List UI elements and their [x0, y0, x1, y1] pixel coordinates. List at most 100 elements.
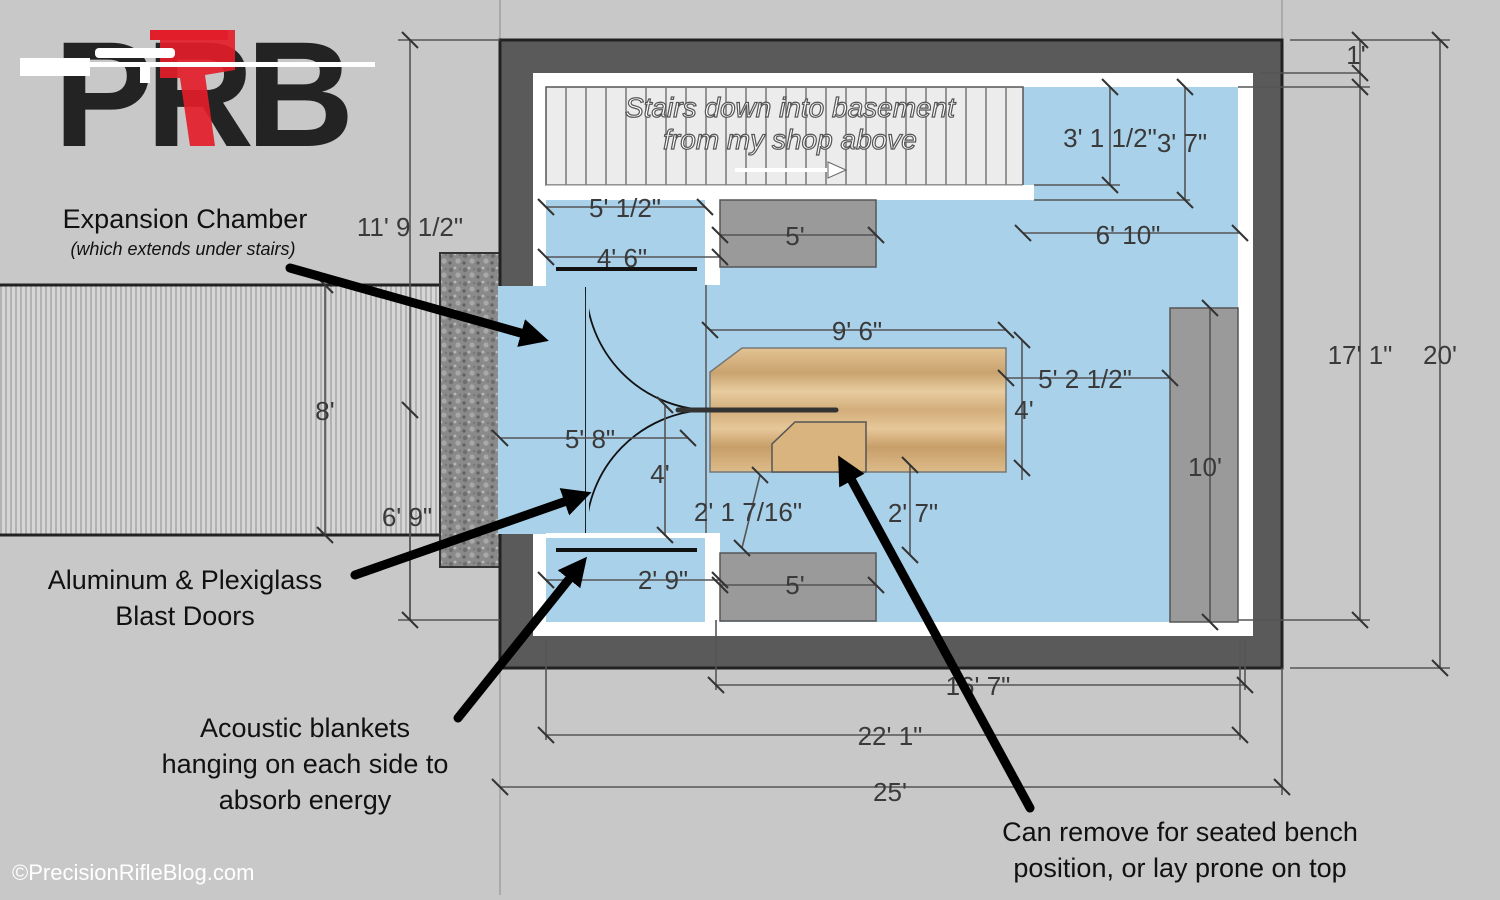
dim-17-1-label: 17' 1": [1328, 340, 1393, 370]
dimension-tick: [1013, 331, 1031, 349]
dimension-tick: [1201, 299, 1219, 317]
dimension-tick: [537, 198, 555, 216]
dimension-tick: [1351, 31, 1369, 49]
dimension-tick: [751, 466, 769, 484]
dimension-tick: [401, 611, 419, 629]
dimension-tick: [1014, 224, 1032, 242]
dim-5-2-label: 5' 2 1/2": [1038, 364, 1132, 394]
dimension-tick: [1101, 78, 1119, 96]
dim-6-10-label: 6' 10": [1096, 220, 1161, 250]
expansion-chamber-subtitle: (which extends under stairs): [70, 239, 295, 259]
dimension-tick: [711, 576, 729, 594]
remove-bench-line2: position, or lay prone on top: [1013, 853, 1346, 883]
prb-logo: PRB: [20, 10, 375, 178]
dimension-tick: [537, 726, 555, 744]
bottom-shelf: [719, 552, 877, 622]
dim-2-9-label: 2' 9": [638, 565, 688, 595]
dim-6-9-label: 6' 9": [382, 502, 432, 532]
dimension-tick: [997, 321, 1015, 339]
dimension-tick: [656, 526, 674, 544]
dimension-tick: [711, 571, 729, 589]
dim-2-1-label: 2' 1 7/16": [694, 497, 802, 527]
annotation-arrows: [285, 263, 1035, 813]
background-guides: [499, 0, 1283, 895]
dim-4-6-label: 4' 6": [597, 243, 647, 273]
rifle-icon: [20, 48, 375, 83]
acoustic-line3: absorb energy: [219, 785, 392, 815]
dimension-tick: [901, 456, 919, 474]
dimension-tick: [537, 248, 555, 266]
dim-5-bottom-label: 5': [785, 570, 804, 600]
dimension-tick: [537, 571, 555, 589]
outside-corridor: [0, 285, 440, 535]
dim-25-label: 25': [873, 777, 907, 807]
dimension-tick: [1351, 64, 1369, 82]
expansion-chamber-title: Expansion Chamber: [63, 204, 308, 234]
dim-5-8-label: 5' 8": [565, 424, 615, 454]
dimension-tick: [701, 321, 719, 339]
acoustic-line1: Acoustic blankets: [200, 713, 410, 743]
dimension-tick: [1176, 78, 1194, 96]
dimension-tick: [1351, 78, 1369, 96]
dimension-tick: [1161, 369, 1179, 387]
dimension-tick: [491, 429, 509, 447]
dimension-ticks: [316, 31, 1449, 796]
dimension-tick: [733, 539, 751, 557]
bench-cutout: [771, 421, 867, 473]
dim-5-top-label: 5': [785, 221, 804, 251]
dimension-tick: [1431, 31, 1449, 49]
dimension-tick: [1013, 459, 1031, 477]
dimension-tick: [1101, 176, 1119, 194]
dimension-tick: [401, 31, 419, 49]
dim-3-7-label: 3' 7": [1157, 128, 1207, 158]
dimension-tick: [491, 778, 509, 796]
dimension-tick: [401, 401, 419, 419]
dimension-tick: [696, 198, 714, 216]
dimension-tick: [1176, 191, 1194, 209]
annotations: Expansion Chamber (which extends under s…: [48, 204, 1358, 883]
blast-doors-line1: Aluminum & Plexiglass: [48, 565, 323, 595]
dim-2-7-label: 2' 7": [888, 498, 938, 528]
partition-walls: [546, 185, 1034, 628]
stairs-label: Stairs down into basement from my shop a…: [624, 91, 957, 179]
blast-doors-line2: Blast Doors: [115, 601, 255, 631]
dimension-tick: [901, 546, 919, 564]
svg-text:from my shop above: from my shop above: [663, 124, 917, 155]
dim-3-1-label: 3' 1 1/2": [1063, 123, 1157, 153]
dimension-tick: [707, 676, 725, 694]
acoustic-line2: hanging on each side to: [162, 749, 449, 779]
side-shelf: [1169, 307, 1239, 623]
dim-4-door-label: 4': [650, 459, 669, 489]
dimension-tick: [656, 396, 674, 414]
entry-threshold: [439, 252, 503, 568]
dimension-tick: [1273, 778, 1291, 796]
dim-9-6-label: 9' 6": [832, 316, 882, 346]
dimension-tick: [711, 248, 729, 266]
dim-11-9-label: 11' 9 1/2": [357, 212, 463, 242]
dim-5-half-label: 5' 1/2": [589, 193, 661, 223]
top-shelf: [719, 199, 877, 268]
dim-1-label: 1': [1346, 40, 1365, 70]
dimension-tick: [679, 429, 697, 447]
svg-text:Stairs down into basement: Stairs down into basement: [625, 92, 956, 123]
remove-bench-line1: Can remove for seated bench: [1002, 817, 1358, 847]
dimension-tick: [1231, 224, 1249, 242]
dim-4-bench-label: 4': [1014, 395, 1033, 425]
dimension-tick: [997, 369, 1015, 387]
dimension-tick: [1201, 613, 1219, 631]
dim-10-label: 10': [1188, 452, 1222, 482]
dimension-tick: [1431, 659, 1449, 677]
dimension-tick: [1231, 726, 1249, 744]
dimension-tick: [316, 526, 334, 544]
dim-8-label: 8': [315, 396, 334, 426]
dimension-tick: [1236, 676, 1254, 694]
dimension-tick: [867, 226, 885, 244]
dim-22-1-label: 22' 1": [858, 721, 923, 751]
dimension-tick: [867, 576, 885, 594]
dimension-tick: [711, 226, 729, 244]
dim-20-label: 20': [1423, 340, 1457, 370]
dimension-lines: [324, 39, 1450, 795]
dimension-labels: 11' 9 1/2" 5' 1/2" 4' 6" 5' 3' 1 1/2" 3'…: [315, 40, 1457, 807]
dimension-tick: [1351, 611, 1369, 629]
